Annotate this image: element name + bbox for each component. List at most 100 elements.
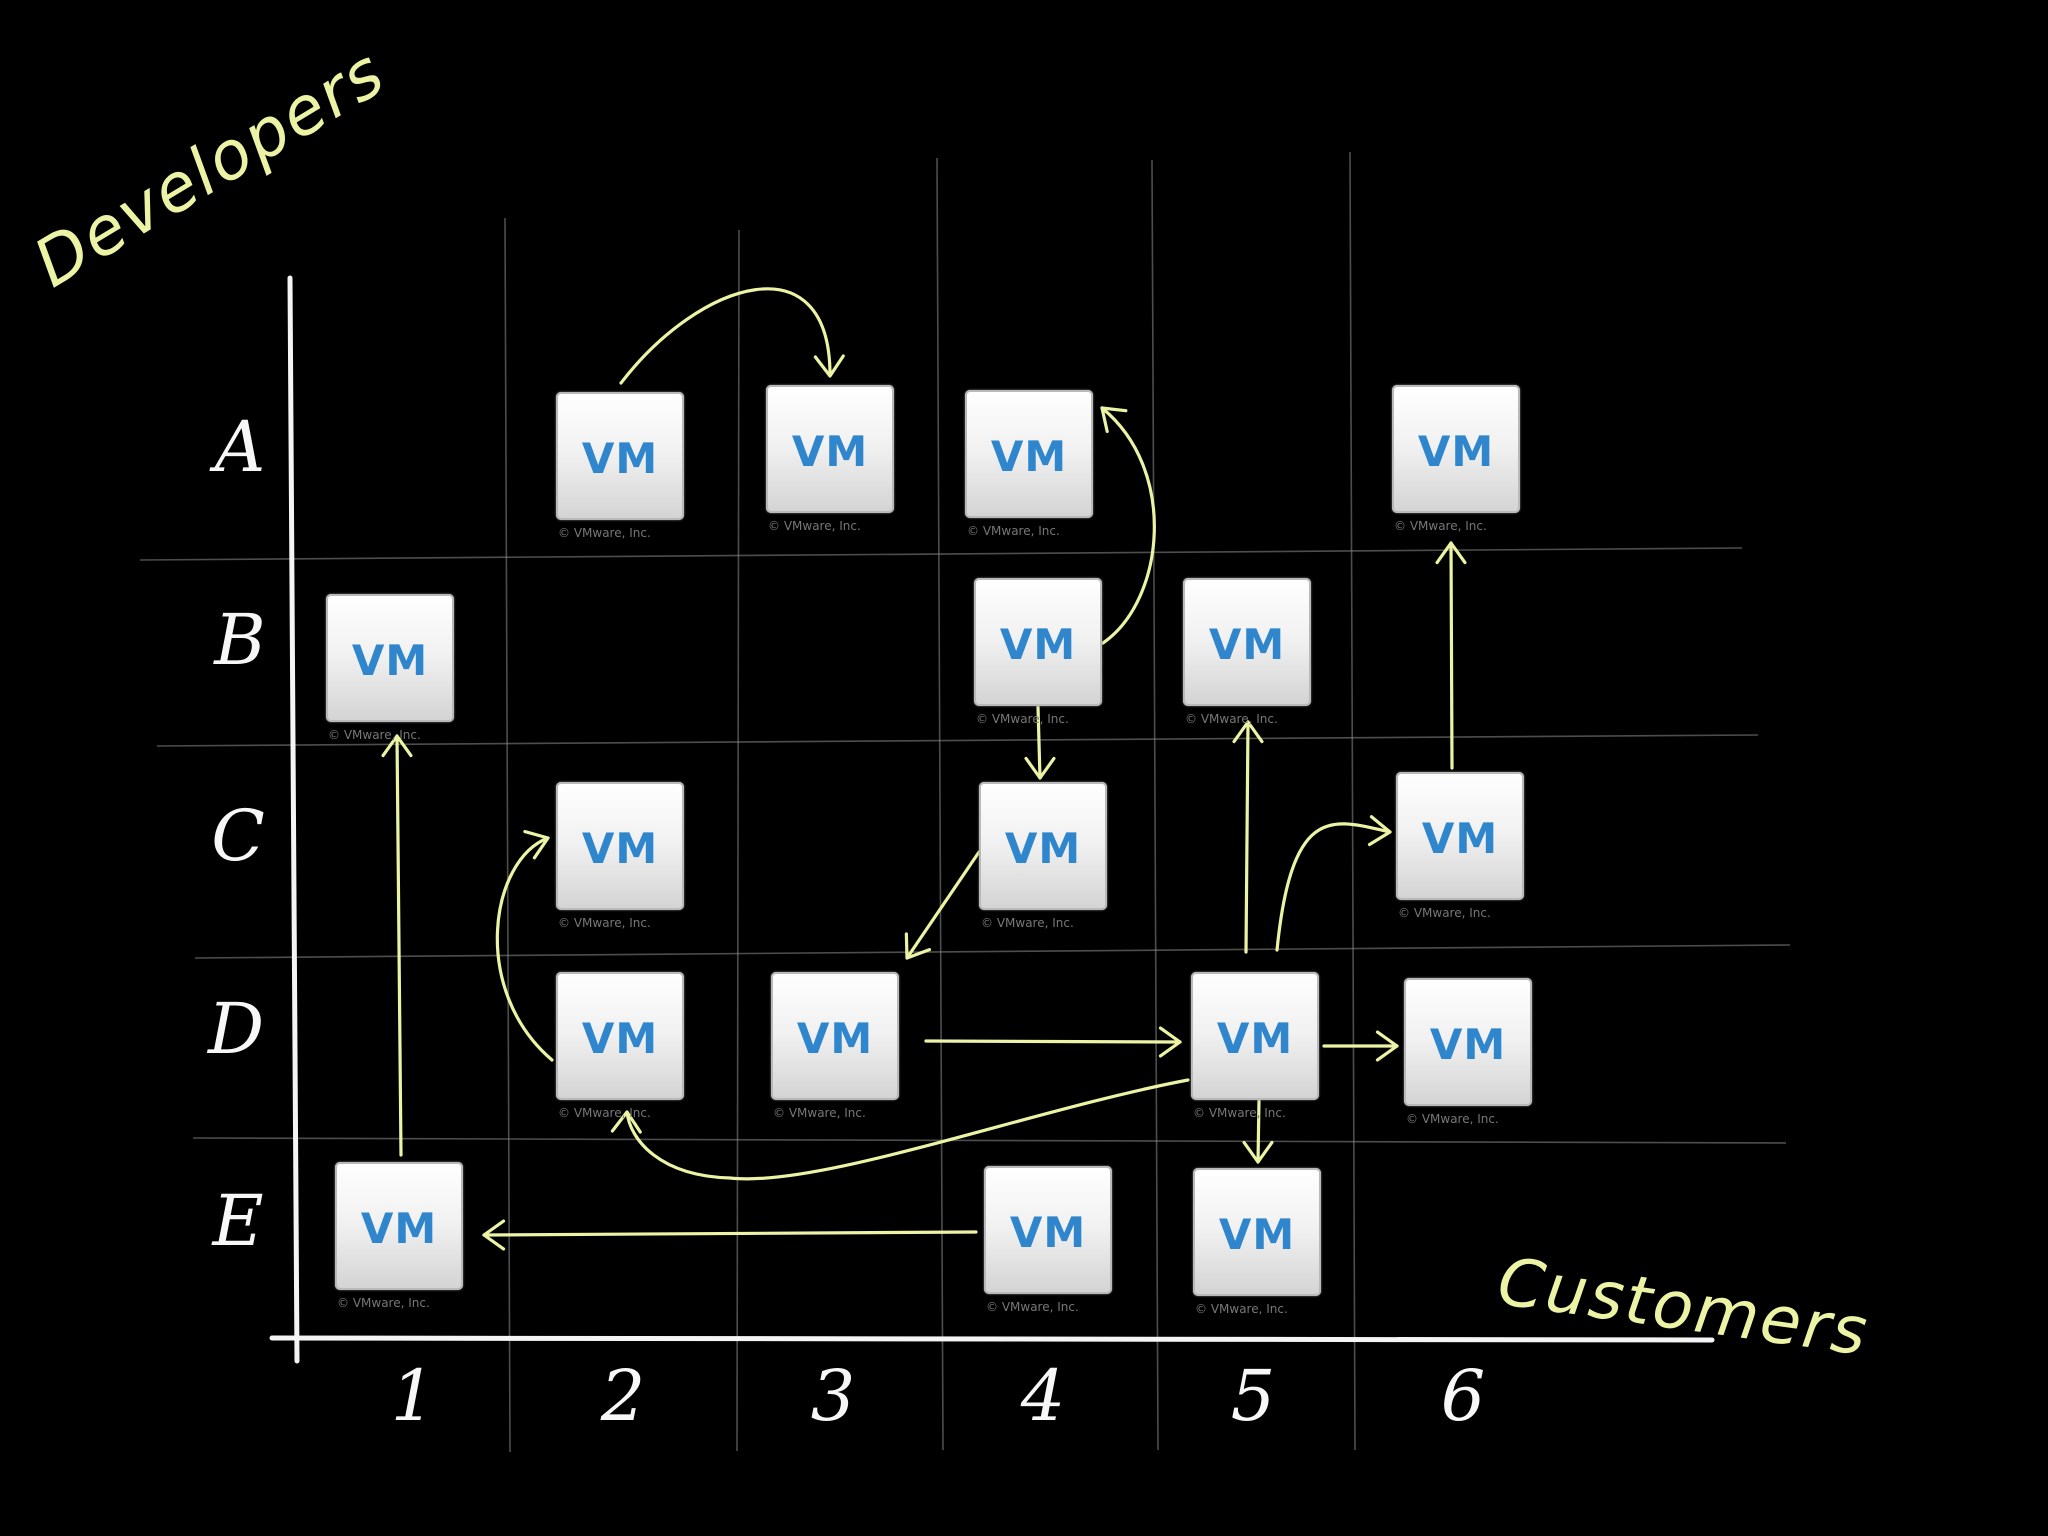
column-label-4: 4 — [1020, 1355, 1066, 1437]
vm-copyright: © VMware, Inc. — [768, 519, 861, 533]
vm-copyright: © VMware, Inc. — [981, 916, 1074, 930]
grid-column-line — [736, 229, 740, 1452]
vm-copyright: © VMware, Inc. — [1394, 519, 1487, 533]
column-label-6: 6 — [1440, 1355, 1486, 1437]
vm-label: VM — [581, 433, 659, 483]
row-label-b: B — [214, 599, 266, 681]
vm-copyright: © VMware, Inc. — [1398, 906, 1491, 920]
vm-label: VM — [1004, 823, 1082, 873]
vm-label: VM — [999, 619, 1077, 669]
vm-icon-d2: VM © VMware, Inc. — [556, 972, 684, 1120]
arrow-b4-c4 — [1036, 705, 1042, 780]
arrow-head-d5-d2 — [610, 1110, 642, 1134]
arrow-head-d5-d6 — [1375, 1030, 1399, 1062]
vm-label: VM — [1421, 813, 1499, 863]
vm-copyright: © VMware, Inc. — [558, 1106, 651, 1120]
arrow-head-b4-c4 — [1024, 756, 1056, 780]
arrow-d5-b5 — [1244, 720, 1250, 954]
vm-icon-a3: VM © VMware, Inc. — [766, 385, 894, 533]
vm-copyright: © VMware, Inc. — [328, 728, 421, 742]
vm-label: VM — [1208, 619, 1286, 669]
vm-icon-a6: VM © VMware, Inc. — [1392, 385, 1520, 533]
vm-icon-d5: VM© VMware, Inc. — [1191, 972, 1319, 1120]
vm-copyright: © VMware, Inc. — [967, 524, 1060, 538]
arrow-c4-d3 — [905, 850, 981, 960]
arrow-head-c4-d3 — [904, 932, 932, 960]
vm-icon-e4: VM© VMware, Inc. — [984, 1166, 1112, 1314]
grid-row-line — [139, 547, 1743, 561]
column-label-1: 1 — [390, 1355, 436, 1437]
vm-copyright: © VMware, Inc. — [558, 526, 651, 540]
arrow-head-d2-c2 — [523, 829, 550, 860]
grid-row-line — [156, 734, 1759, 747]
vm-icon-b1: VM © VMware, Inc. — [326, 594, 454, 742]
arrow-a2-a3 — [619, 287, 832, 385]
arrow-c6-a6 — [1449, 541, 1454, 770]
column-label-5: 5 — [1230, 1355, 1276, 1437]
vm-copyright: © VMware, Inc. — [976, 712, 1069, 726]
vm-label: VM — [796, 1013, 874, 1063]
vm-icon-b4: VM © VMware, Inc. — [974, 578, 1102, 726]
vm-copyright: © VMware, Inc. — [337, 1296, 430, 1310]
vm-icon-a4: VM © VMware, Inc. — [965, 390, 1093, 538]
grid-row-line — [192, 1137, 1787, 1144]
arrow-d5-e5 — [1256, 1098, 1261, 1164]
arrow-head-b4-a4 — [1100, 406, 1128, 434]
grid-column-line — [1349, 151, 1356, 1451]
vm-icon-c6: VM © VMware, Inc. — [1396, 772, 1524, 920]
vm-copyright: © VMware, Inc. — [1193, 1106, 1286, 1120]
arrow-head-d5-b5 — [1232, 720, 1264, 744]
arrow-b4-a4 — [1100, 406, 1156, 645]
vm-icon-d3: VM © VMware, Inc. — [771, 972, 899, 1120]
arrow-head-e4-e1 — [482, 1219, 506, 1251]
vm-label: VM — [360, 1203, 438, 1253]
x-axis-line — [269, 1335, 1715, 1343]
row-label-d: D — [207, 988, 265, 1070]
vm-icon-e5: VM © VMware, Inc. — [1193, 1168, 1321, 1316]
vm-icon-b5: VM © VMware, Inc. — [1183, 578, 1311, 726]
arrow-head-d5-c6 — [1367, 815, 1392, 847]
vm-copyright: © VMware, Inc. — [1406, 1112, 1499, 1126]
arrow-d3-d5 — [924, 1039, 1182, 1044]
row-label-a: A — [214, 406, 266, 488]
arrow-head-e1-b1 — [381, 734, 413, 758]
vm-copyright: © VMware, Inc. — [1195, 1302, 1288, 1316]
vm-label: VM — [990, 431, 1068, 481]
vm-icon-c2: VM © VMware, Inc. — [556, 782, 684, 930]
grid-column-line — [936, 157, 944, 1451]
vm-label: VM — [791, 426, 869, 476]
arrow-head-d3-d5 — [1158, 1026, 1182, 1058]
y-axis-line — [287, 275, 300, 1364]
vm-label: VM — [581, 1013, 659, 1063]
vm-label: VM — [1009, 1207, 1087, 1257]
vm-label: VM — [351, 635, 429, 685]
row-label-c: C — [211, 795, 265, 877]
vm-label: VM — [1429, 1019, 1507, 1069]
vm-copyright: © VMware, Inc. — [773, 1106, 866, 1120]
arrow-e4-e1 — [482, 1230, 978, 1237]
vm-label: VM — [1417, 426, 1495, 476]
column-label-2: 2 — [600, 1355, 646, 1437]
vm-icon-a2: VM © VMware, Inc. — [556, 392, 684, 540]
vm-icon-e1: VM © VMware, Inc. — [335, 1162, 463, 1310]
grid-row-line — [194, 944, 1791, 959]
vm-icon-c4: VM © VMware, Inc. — [979, 782, 1107, 930]
vm-copyright: © VMware, Inc. — [1185, 712, 1278, 726]
vm-label: VM — [1218, 1209, 1296, 1259]
grid-column-line — [1151, 159, 1159, 1451]
vm-icon-d6: VM © VMware, Inc. — [1404, 978, 1532, 1126]
arrow-d5-c6 — [1275, 822, 1392, 952]
arrow-head-c6-a6 — [1435, 541, 1467, 565]
arrow-head-d5-e5 — [1242, 1140, 1274, 1164]
row-label-e: E — [212, 1180, 264, 1262]
arrow-d5-d2 — [625, 1078, 1190, 1181]
arrow-head-a2-a3 — [813, 354, 845, 378]
vm-label: VM — [581, 823, 659, 873]
vm-copyright: © VMware, Inc. — [558, 916, 651, 930]
arrow-e1-b1 — [395, 734, 403, 1157]
grid-column-line — [504, 217, 511, 1453]
column-label-3: 3 — [810, 1355, 856, 1437]
